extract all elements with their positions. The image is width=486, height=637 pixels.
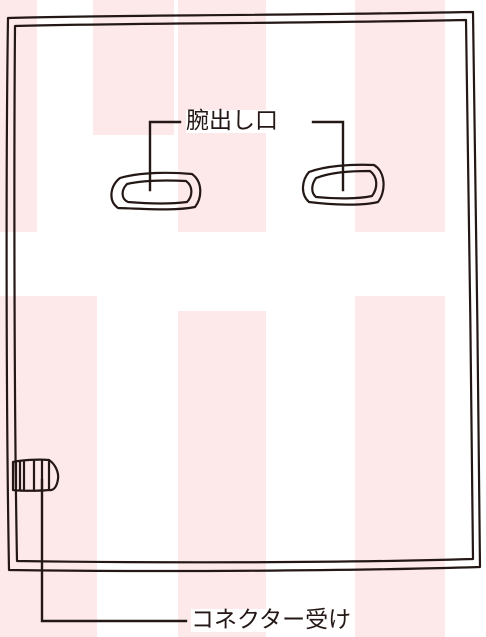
connector-receptacle-label: コネクター受け	[191, 607, 352, 633]
right-arm-hole	[301, 163, 385, 206]
background-pattern-block-4	[355, 0, 445, 232]
arm-hole-leader-left	[148, 120, 182, 192]
background-pattern-block-7	[355, 296, 445, 637]
left-arm-hole	[110, 171, 202, 211]
arm-hole-label: 腕出し口	[186, 108, 278, 134]
garment-inner-edge	[13, 18, 475, 564]
arm-hole-leader-right	[311, 120, 345, 192]
background-pattern-block-6	[178, 311, 266, 637]
garment-outer-edge	[5, 10, 482, 573]
connector-receptacle-shape	[11, 458, 60, 492]
background-pattern-block-2	[93, 0, 174, 135]
connector-leader-line	[40, 478, 188, 623]
